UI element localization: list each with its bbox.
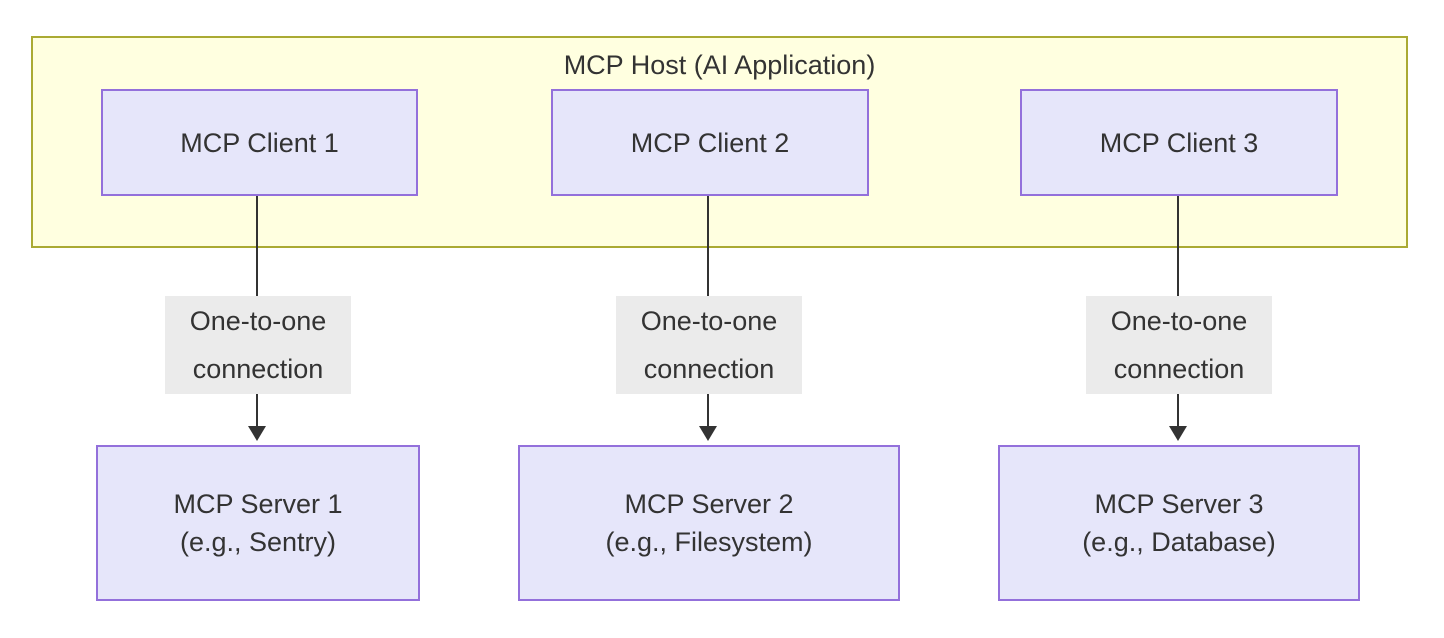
arrowhead-icon <box>699 426 717 441</box>
mcp-server-3-label-line-1: MCP Server 3 <box>1094 489 1264 519</box>
mcp-client-1-node: MCP Client 1 <box>101 89 418 196</box>
edge-label-line-1: One-to-one <box>189 306 327 336</box>
mcp-server-2-label-line-2: (e.g., Filesystem) <box>605 527 813 557</box>
mcp-client-3-node: MCP Client 3 <box>1020 89 1338 196</box>
edge-label-line-1: One-to-one <box>1110 306 1248 336</box>
mcp-client-1-label: MCP Client 1 <box>180 127 339 158</box>
mcp-server-1-label-line-1: MCP Server 1 <box>173 489 343 519</box>
mcp-server-2-label-line-1: MCP Server 2 <box>624 489 794 519</box>
mcp-server-2-node: MCP Server 2 (e.g., Filesystem) <box>518 445 900 601</box>
edge-label-line-1: One-to-one <box>640 306 778 336</box>
edge-label-connection-1: One-to-one connection <box>165 296 351 394</box>
edge-label-line-2: connection <box>643 354 775 384</box>
edge-label-line-2: connection <box>1113 354 1245 384</box>
mcp-server-1-label-line-2: (e.g., Sentry) <box>179 527 337 557</box>
mcp-client-2-label: MCP Client 2 <box>630 127 790 158</box>
arrowhead-icon <box>1169 426 1187 441</box>
arrowhead-icon <box>248 426 266 441</box>
edge-label-connection-3: One-to-one connection <box>1086 296 1272 394</box>
mcp-client-3-label: MCP Client 3 <box>1099 127 1259 158</box>
mcp-host-title: MCP Host (AI Application) <box>563 50 876 80</box>
mcp-server-3-node: MCP Server 3 (e.g., Database) <box>998 445 1360 601</box>
edge-label-connection-2: One-to-one connection <box>616 296 802 394</box>
mcp-server-3-label-line-2: (e.g., Database) <box>1082 527 1276 557</box>
edge-label-line-2: connection <box>192 354 324 384</box>
mcp-client-2-node: MCP Client 2 <box>551 89 869 196</box>
mcp-server-1-node: MCP Server 1 (e.g., Sentry) <box>96 445 420 601</box>
